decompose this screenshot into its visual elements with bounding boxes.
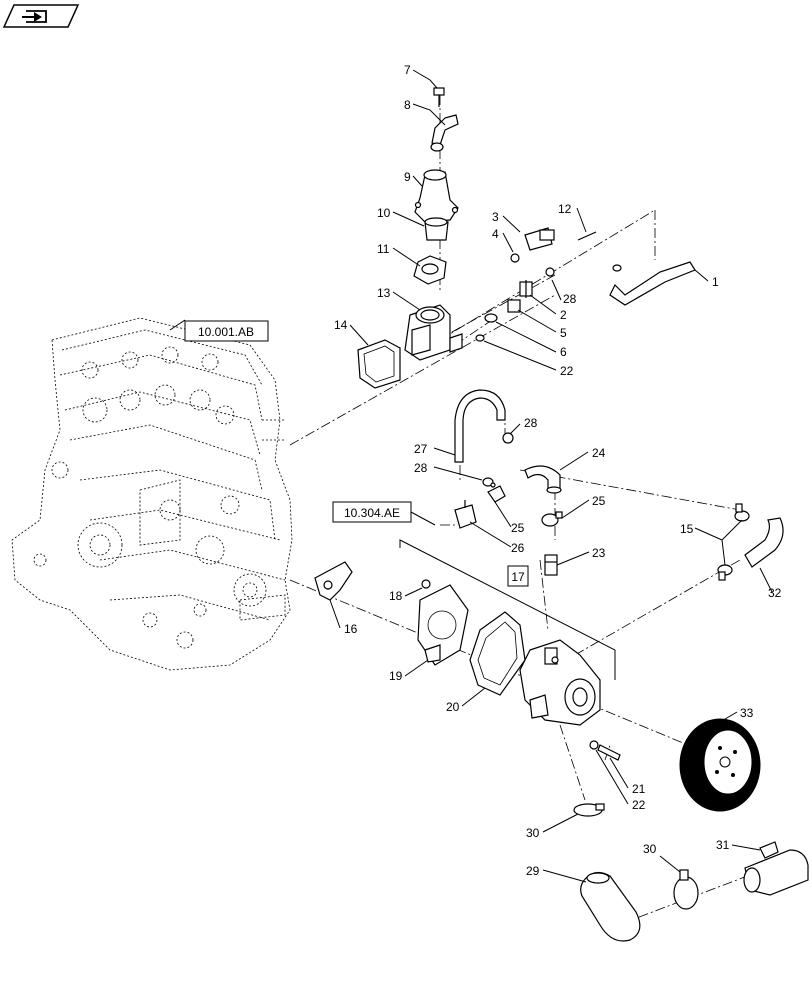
bracket-8 — [430, 114, 459, 152]
clamp-30a — [573, 803, 605, 817]
callout-4: 4 — [492, 227, 499, 241]
clamp-15b — [717, 564, 733, 581]
clamp-25b — [541, 511, 563, 527]
bolt-18 — [421, 579, 431, 589]
ref-engine-label: 10.001.AB — [198, 325, 254, 339]
callout-8: 8 — [404, 98, 411, 112]
callout-28b: 28 — [524, 416, 538, 430]
hose-27 — [454, 389, 506, 463]
washer-22 — [589, 740, 599, 750]
callout-28c: 28 — [414, 461, 428, 475]
fitting-5 — [507, 299, 521, 313]
callout-25b: 25 — [592, 494, 606, 508]
callout-10: 10 — [377, 206, 391, 220]
callout-6: 6 — [560, 345, 567, 359]
pipe-31 — [743, 841, 809, 896]
callout-32: 32 — [768, 586, 782, 600]
callout-2: 2 — [560, 308, 567, 322]
fitting-2 — [519, 280, 533, 298]
ref-assembly-label: 17 — [511, 570, 525, 584]
clamp-30b — [673, 869, 699, 910]
gasket-11 — [413, 255, 447, 285]
thermostat-10 — [424, 217, 449, 241]
callout-14: 14 — [334, 318, 348, 332]
engine-block — [11, 317, 293, 671]
sensor-3 — [524, 227, 555, 251]
callout-26: 26 — [511, 541, 525, 555]
callout-16: 16 — [344, 622, 358, 636]
ref-pipe-label: 10.304.AE — [344, 506, 400, 520]
callouts: 7 8 9 10 11 13 14 3 4 12 1 28 2 5 6 22 2… — [334, 63, 782, 878]
clamp-15a — [734, 503, 750, 522]
gasket-19 — [417, 584, 469, 666]
gasket-14 — [357, 339, 401, 389]
navigation-button[interactable] — [2, 4, 80, 28]
ref-box-engine[interactable]: 10.001.AB — [184, 320, 269, 342]
hose-32 — [744, 517, 784, 568]
callout-7: 7 — [404, 63, 411, 77]
callout-23: 23 — [592, 546, 606, 560]
gasket-16 — [314, 561, 353, 601]
gasket-20 — [469, 611, 526, 696]
bolt-7 — [433, 87, 445, 107]
callout-15: 15 — [680, 522, 694, 536]
callout-20: 20 — [446, 700, 460, 714]
callout-30a: 30 — [526, 826, 540, 840]
plug-22 — [475, 334, 485, 342]
callout-24: 24 — [592, 446, 606, 460]
callout-11: 11 — [377, 242, 390, 256]
clamp-25a — [487, 482, 506, 503]
callout-31: 31 — [716, 838, 730, 852]
callout-9: 9 — [404, 170, 411, 184]
callout-22a: 22 — [560, 364, 574, 378]
callout-27: 27 — [414, 442, 428, 456]
callout-29: 29 — [526, 864, 540, 878]
callout-25a: 25 — [511, 521, 525, 535]
water-pump-17 — [519, 639, 601, 726]
bolt-21 — [597, 744, 621, 761]
callout-21: 21 — [632, 782, 646, 796]
leader-lines — [169, 69, 773, 883]
callout-22b: 22 — [632, 798, 646, 812]
fitting-23 — [544, 554, 558, 576]
callout-5: 5 — [560, 326, 567, 340]
elbow-hose-24 — [524, 465, 562, 494]
clip-28b — [502, 432, 514, 444]
ref-box-assembly[interactable]: 17 — [507, 565, 529, 587]
callout-18: 18 — [389, 589, 403, 603]
bypass-pipe-1 — [609, 261, 696, 306]
washer-6 — [484, 313, 498, 323]
hose-29 — [580, 871, 641, 942]
callout-1: 1 — [712, 275, 719, 289]
arrow-into-box-icon — [22, 10, 47, 23]
callout-3: 3 — [492, 210, 499, 224]
clip-28c — [482, 477, 494, 487]
thermostat-cover-9 — [414, 169, 459, 223]
thermostat-housing-13 — [404, 304, 463, 361]
callout-28a: 28 — [563, 292, 577, 306]
callout-30b: 30 — [643, 842, 657, 856]
stud-12 — [577, 231, 597, 241]
callout-33: 33 — [740, 706, 754, 720]
callout-13: 13 — [377, 286, 391, 300]
callout-12: 12 — [558, 202, 572, 216]
pulley-33 — [679, 718, 761, 812]
clip-28 — [545, 267, 555, 277]
ref-box-pipe[interactable]: 10.304.AE — [332, 501, 436, 526]
callout-19: 19 — [389, 669, 403, 683]
washer-4 — [510, 253, 520, 263]
